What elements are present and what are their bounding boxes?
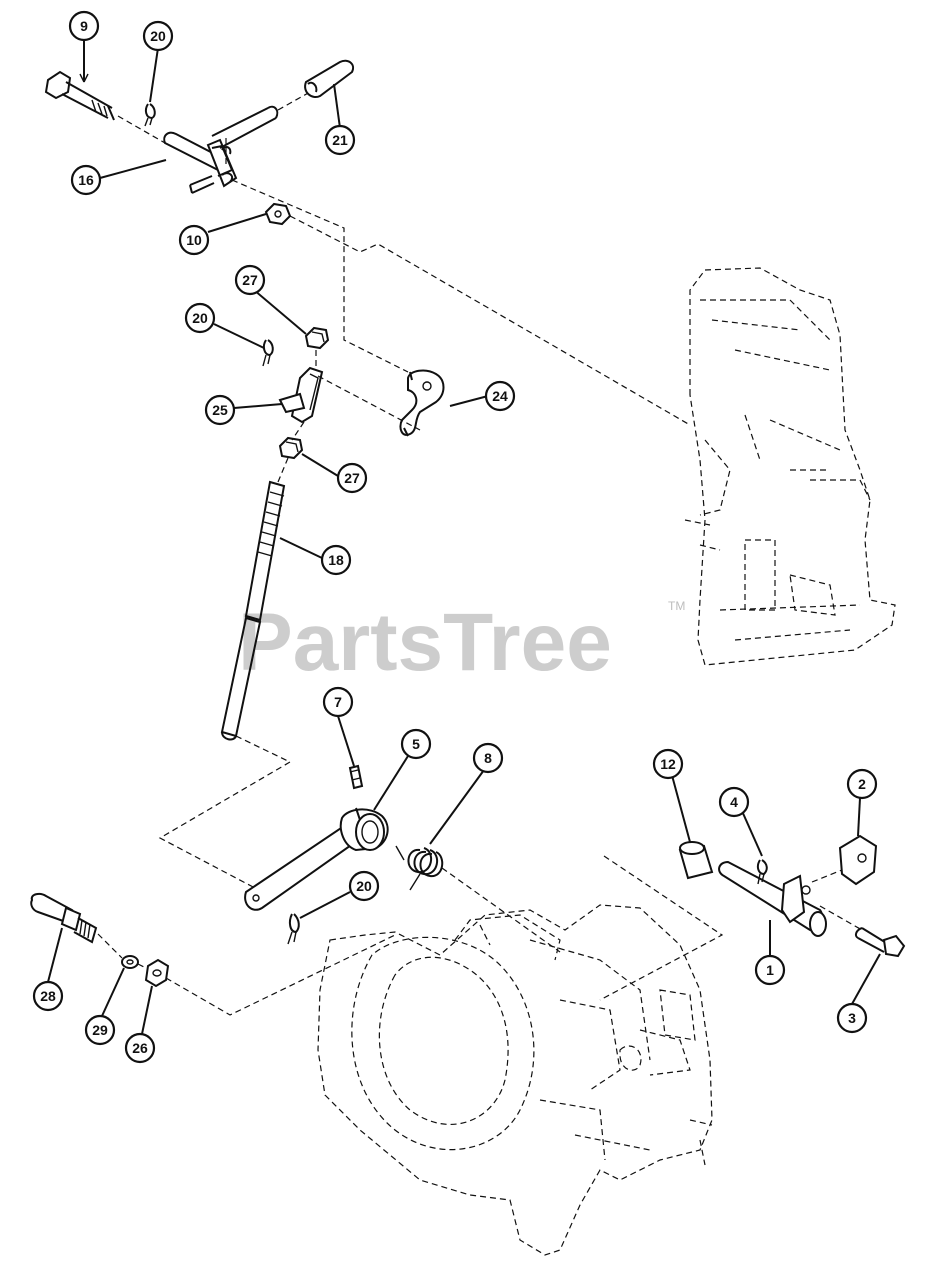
washer-29 bbox=[121, 955, 139, 969]
svg-text:29: 29 bbox=[92, 1022, 108, 1038]
nut-26 bbox=[144, 958, 170, 988]
shaft-1 bbox=[718, 860, 827, 937]
callout-12: 12 bbox=[652, 748, 684, 780]
svg-text:20: 20 bbox=[192, 310, 208, 326]
bolt-3 bbox=[854, 927, 906, 958]
svg-text:3: 3 bbox=[848, 1010, 856, 1026]
svg-text:10: 10 bbox=[186, 232, 202, 248]
callout-28: 28 bbox=[32, 980, 64, 1012]
svg-text:27: 27 bbox=[344, 470, 360, 486]
svg-text:21: 21 bbox=[332, 132, 348, 148]
callout-29: 29 bbox=[84, 1014, 116, 1046]
svg-text:7: 7 bbox=[334, 694, 342, 710]
block-2 bbox=[838, 834, 878, 886]
svg-text:20: 20 bbox=[150, 28, 166, 44]
link-24 bbox=[399, 369, 445, 437]
callout-7: 7 bbox=[322, 686, 354, 718]
svg-text:4: 4 bbox=[730, 794, 738, 810]
watermark-text: PartsTree bbox=[238, 597, 612, 688]
callout-26: 26 bbox=[124, 1032, 156, 1064]
callout-21: 21 bbox=[324, 124, 356, 156]
dash-guides-right bbox=[811, 869, 863, 931]
callout-16: 16 bbox=[70, 164, 102, 196]
svg-text:18: 18 bbox=[328, 552, 344, 568]
svg-text:27: 27 bbox=[242, 272, 258, 288]
lower-gearcase bbox=[317, 904, 713, 1256]
svg-text:1: 1 bbox=[766, 962, 774, 978]
nut-27-top bbox=[304, 326, 330, 350]
callout-5: 5 bbox=[400, 728, 432, 760]
bolt-9 bbox=[44, 70, 166, 144]
callout-8: 8 bbox=[472, 742, 504, 774]
dash-guides-lower bbox=[165, 855, 724, 1016]
callout-20-top: 20 bbox=[142, 20, 174, 52]
watermark-trademark: TM bbox=[668, 599, 685, 613]
callout-2: 2 bbox=[846, 768, 878, 800]
cotter-pin-20-lower bbox=[287, 913, 300, 945]
callout-18: 18 bbox=[320, 544, 352, 576]
bushing-12 bbox=[678, 841, 714, 880]
callout-27-bottom: 27 bbox=[336, 462, 368, 494]
callout-20-middle: 20 bbox=[184, 302, 216, 334]
knob-21 bbox=[304, 59, 354, 98]
callout-25: 25 bbox=[204, 394, 236, 426]
svg-text:20: 20 bbox=[356, 878, 372, 894]
svg-text:5: 5 bbox=[412, 736, 420, 752]
stud-28 bbox=[30, 892, 98, 944]
svg-text:16: 16 bbox=[78, 172, 94, 188]
nut-27-bottom bbox=[278, 436, 304, 460]
dash-guides-middle bbox=[225, 134, 691, 483]
dash-guides-left bbox=[97, 933, 147, 969]
callout-24: 24 bbox=[484, 380, 516, 412]
roll-pin-7 bbox=[348, 764, 364, 790]
callout-9: 9 bbox=[68, 10, 100, 42]
callout-1: 1 bbox=[754, 954, 786, 986]
svg-text:2: 2 bbox=[858, 776, 866, 792]
nut-10 bbox=[264, 202, 292, 226]
upper-housing bbox=[684, 267, 896, 666]
svg-text:28: 28 bbox=[40, 988, 56, 1004]
callout-20-lower: 20 bbox=[348, 870, 380, 902]
callout-3: 3 bbox=[836, 1002, 868, 1034]
threaded-rod-18 bbox=[158, 480, 292, 889]
callout-10: 10 bbox=[178, 224, 210, 256]
callout-27-top: 27 bbox=[234, 264, 266, 296]
spring-8 bbox=[395, 845, 444, 891]
cotter-pin-4 bbox=[756, 859, 768, 885]
leader-lines bbox=[47, 40, 881, 1035]
callout-4: 4 bbox=[718, 786, 750, 818]
svg-text:25: 25 bbox=[212, 402, 228, 418]
svg-text:9: 9 bbox=[80, 18, 88, 34]
rod-sleeve bbox=[211, 91, 311, 149]
cotter-pin-20-middle bbox=[262, 339, 274, 367]
svg-text:26: 26 bbox=[132, 1040, 148, 1056]
bracket-25 bbox=[278, 366, 324, 424]
svg-text:8: 8 bbox=[484, 750, 492, 766]
shift-lever-16 bbox=[163, 131, 238, 194]
svg-text:12: 12 bbox=[660, 756, 676, 772]
lever-5 bbox=[244, 807, 389, 911]
cotter-pin-20-top bbox=[144, 103, 156, 127]
svg-text:24: 24 bbox=[492, 388, 508, 404]
